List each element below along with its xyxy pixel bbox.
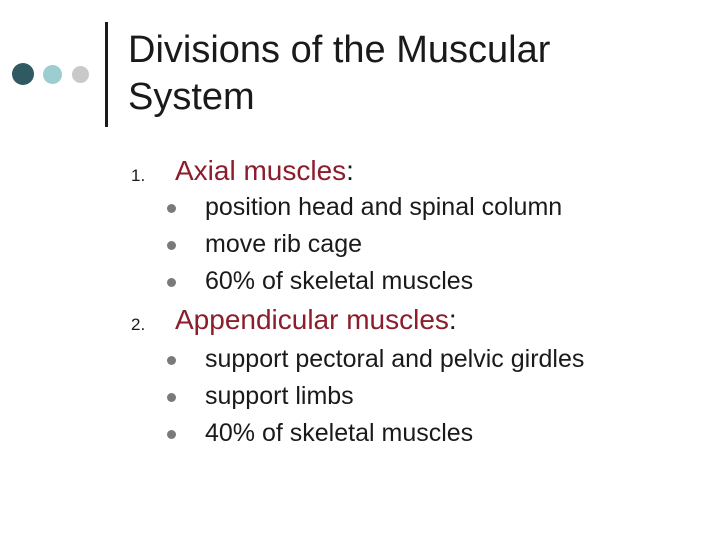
bullet-dot-icon [167, 204, 176, 213]
decoration-dot-light-teal [43, 65, 62, 84]
bullet-text: move rib cage [205, 230, 363, 258]
bullet-item: 40% of skeletal muscles [0, 416, 720, 453]
item-heading: Axial muscles: [175, 155, 354, 187]
decoration-dot-gray [72, 66, 89, 83]
bullet-item: support pectoral and pelvic girdles [0, 342, 720, 379]
decoration-dot-dark [12, 63, 34, 85]
bullet-dot-icon [167, 356, 176, 365]
slide-title-line-2: System [128, 76, 255, 118]
bullet-item: support limbs [0, 379, 720, 416]
bullet-dot-icon [167, 393, 176, 402]
item-heading-colon: : [448, 304, 457, 335]
bullet-dot-icon [167, 241, 176, 250]
bullet-dot-icon [167, 278, 176, 287]
bullet-text: position head and spinal column [205, 193, 563, 221]
bullet-text: support pectoral and pelvic girdles [205, 345, 585, 373]
title-divider-line [105, 22, 108, 127]
bullet-text: 40% of skeletal muscles [205, 419, 474, 447]
bullet-text: support limbs [205, 382, 354, 410]
bullet-text: 60% of skeletal muscles [205, 267, 474, 295]
bullet-dot-icon [167, 430, 176, 439]
bullet-item: move rib cage [0, 227, 720, 264]
item-heading-colon: : [346, 155, 354, 186]
item-heading-term: Axial muscles [175, 155, 347, 186]
bullet-item: 60% of skeletal muscles [0, 264, 720, 301]
item-heading: Appendicular muscles: [175, 304, 457, 336]
slide-title: Divisions of the Muscular System [128, 27, 688, 121]
item-number: 2. [131, 315, 146, 334]
slide-title-line-1: Divisions of the Muscular [128, 29, 551, 71]
item-heading-term: Appendicular muscles [175, 304, 449, 335]
bullet-item: position head and spinal column [0, 190, 720, 227]
item-number: 1. [131, 166, 146, 185]
